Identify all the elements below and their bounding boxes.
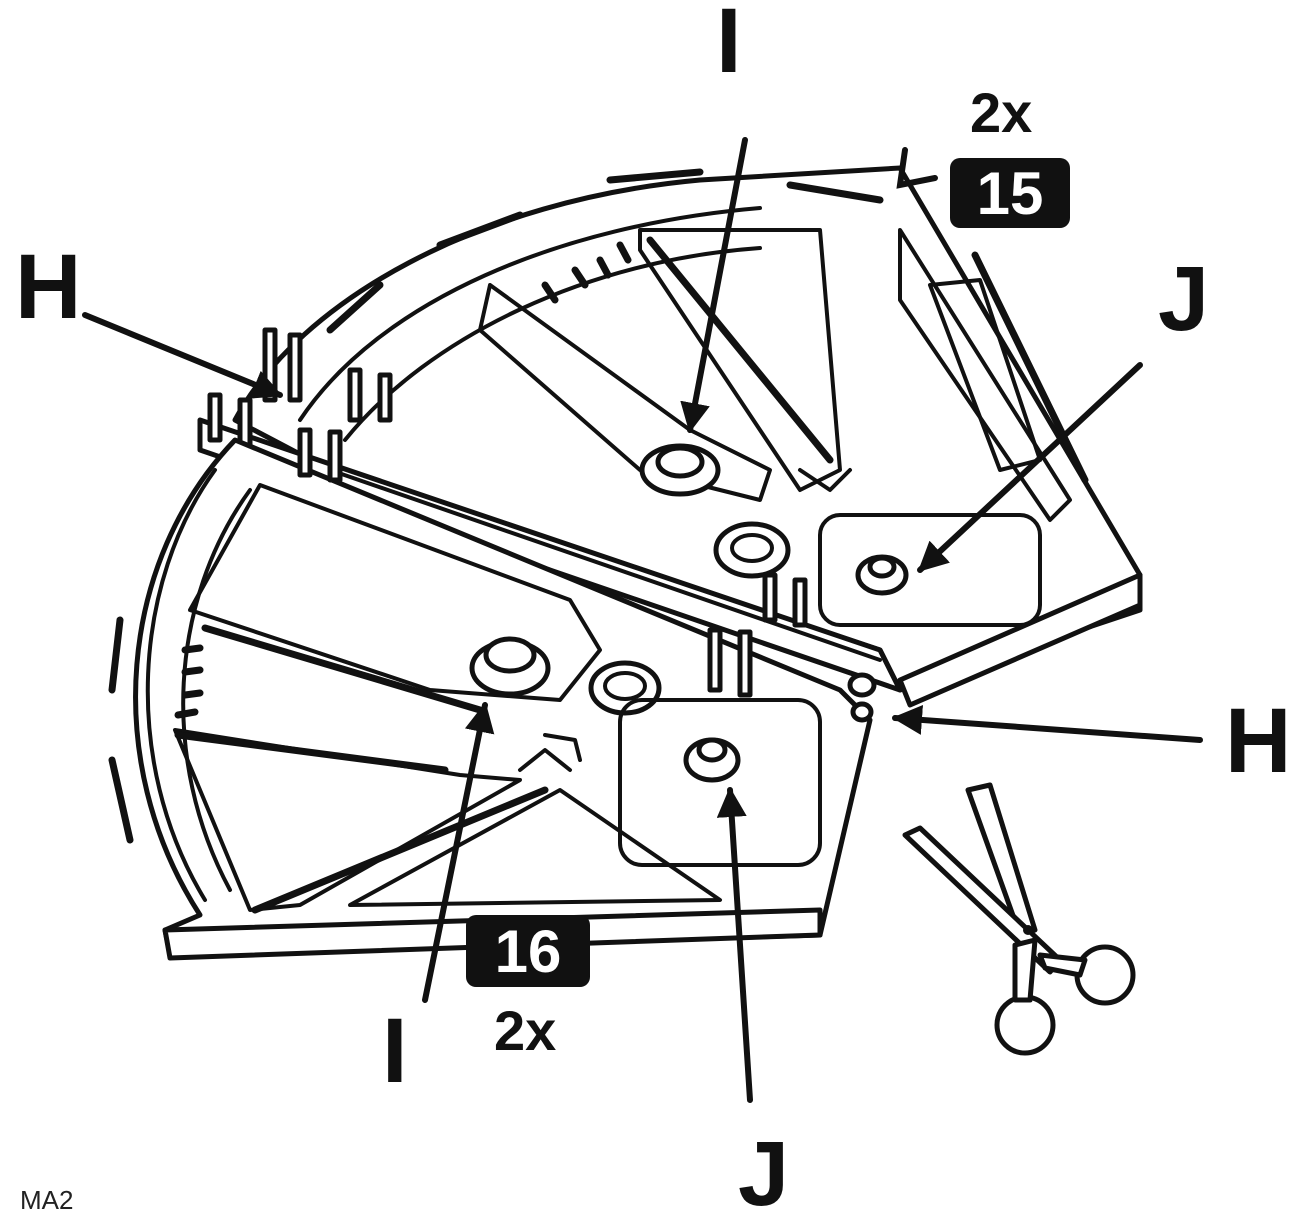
label-h-left: H (15, 236, 81, 338)
part-15-count: 2x (970, 81, 1032, 144)
part-15-number: 15 (977, 160, 1044, 227)
part-16-badge: 16 (466, 915, 590, 987)
arrow-h-left (82, 312, 283, 399)
leader-arrows (82, 137, 1203, 1103)
arrow-i-top (680, 137, 748, 433)
label-i-bottom: I (382, 1000, 408, 1102)
footer-code: MA2 (20, 1185, 73, 1209)
part-16-count: 2x (494, 999, 556, 1062)
arrow-i-bottom (422, 702, 495, 1003)
label-j-bottom: J (738, 1123, 789, 1209)
scissors-icon (902, 782, 1136, 1056)
label-j-top: J (1158, 248, 1209, 350)
part-15-badge: 15 (950, 158, 1070, 228)
arrow-h-right (892, 704, 1203, 743)
arrow-part-15 (896, 147, 938, 189)
arrow-j-bottom (716, 787, 753, 1103)
arrow-j-top (917, 362, 1143, 573)
part-16-number: 16 (495, 918, 562, 985)
label-i-top: I (716, 0, 742, 92)
label-h-right: H (1225, 690, 1291, 792)
